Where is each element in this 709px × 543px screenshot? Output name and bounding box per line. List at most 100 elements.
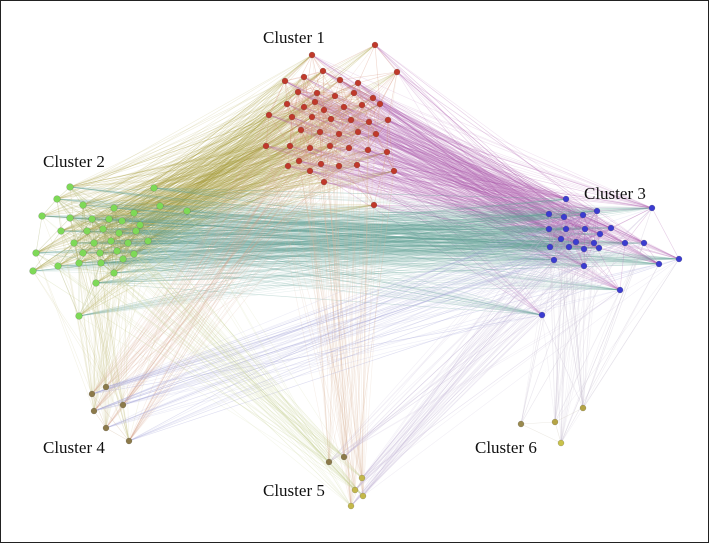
edge-c1-internal (322, 70, 374, 99)
edge-c1-c2 (32, 118, 332, 272)
edge-c1-c3 (297, 91, 585, 250)
edge-c1-c5 (343, 204, 375, 458)
edge-c1-c2 (57, 131, 321, 267)
edge-c2-internal (113, 207, 120, 234)
edge-c3-internal (553, 247, 600, 261)
edge-c2-c3 (127, 241, 577, 244)
edge-c3-c5 (362, 259, 555, 497)
edge-c1-c2 (91, 101, 316, 220)
edge-c1-c3 (361, 104, 586, 230)
edge-c1-c2 (186, 170, 311, 212)
edge-c2-c3 (73, 233, 601, 244)
edge-c1-c3 (386, 151, 570, 248)
edge-c2-c3 (139, 224, 612, 229)
edge-c1-internal (291, 76, 305, 118)
edge-c1-c3 (368, 121, 551, 248)
edge-c1-internal (314, 82, 359, 103)
edge-c1-c2 (113, 92, 318, 209)
edge-c1-internal (357, 82, 381, 105)
edge-c1-c3 (311, 54, 567, 200)
edge-c1-c2 (91, 119, 352, 220)
edge-c2-internal (86, 207, 115, 232)
edge-c1-c3 (268, 114, 626, 244)
edge-c1-c4 (128, 181, 325, 442)
edge-c2-c3 (127, 216, 565, 244)
edge-c2-c3 (159, 205, 550, 230)
edge-c1-c2 (110, 103, 288, 242)
edge-c1-c2 (100, 170, 395, 264)
edge-c2-c3 (108, 218, 660, 265)
edge-c1-c5 (338, 165, 364, 497)
edge-c2-c3 (95, 213, 550, 284)
edge-c3-c5 (343, 246, 570, 458)
edge-c3-c6 (565, 228, 584, 409)
edge-c2-c3 (56, 198, 550, 230)
edge-c2-c3 (82, 228, 550, 254)
edge-c1-internal (314, 97, 374, 103)
edge-c2-c3 (127, 228, 550, 244)
edge-c3-internal (565, 228, 601, 235)
edge-c2-c3 (99, 252, 543, 316)
edge-c1-internal (286, 103, 300, 162)
edge-c1-c3 (311, 54, 550, 215)
edge-c1-c2 (153, 170, 311, 189)
edge-c2-c3 (113, 242, 595, 274)
edge-c3-c5 (361, 198, 567, 479)
edge-c1-c2 (147, 165, 289, 242)
edge-c2-c3 (57, 242, 595, 267)
edge-c1-c2 (113, 133, 377, 274)
edge-c1-c3 (373, 204, 653, 209)
edge-c3-c4 (91, 314, 543, 395)
edge-c2-c3 (57, 242, 645, 267)
edge-c3-internal (548, 213, 562, 240)
edge-c3-c4 (93, 248, 585, 412)
edge-c1-c3 (320, 163, 598, 212)
edge-c2-c3 (99, 216, 565, 254)
edge-c1-c3 (311, 116, 550, 230)
cluster-1-node (265, 111, 273, 119)
edge-c1-c2 (118, 95, 336, 234)
edge-c1-c2 (147, 165, 289, 242)
edge-c1-c2 (69, 114, 270, 219)
edge-c3-c6 (520, 242, 626, 425)
edge-c2-c3 (69, 186, 653, 209)
edge-c2-c3 (41, 215, 621, 291)
edge-c2-internal (100, 230, 137, 264)
cluster-2-node (132, 227, 140, 235)
edge-c2-c4 (35, 252, 93, 395)
edge-c1-c2 (108, 164, 358, 220)
edge-c2-c4 (128, 210, 188, 442)
edge-c2-c3 (122, 228, 550, 260)
edge-c2-c3 (73, 242, 570, 248)
edge-c1-c2 (93, 131, 321, 244)
edge-c1-internal (303, 106, 311, 149)
edge-c2-c3 (57, 228, 586, 267)
edge-c1-c2 (135, 121, 370, 232)
edge-c1-c2 (100, 95, 336, 264)
edge-c1-c4 (93, 131, 321, 412)
edge-c2-c3 (78, 246, 551, 264)
edge-c2-c3 (121, 220, 601, 235)
edge-c2-c3 (113, 216, 565, 274)
edge-c1-c3 (284, 80, 577, 243)
edge-c1-c4 (93, 106, 345, 412)
edge-c3-c4 (105, 246, 551, 388)
edge-c2-c3 (93, 242, 621, 291)
edge-c3-c4 (91, 233, 601, 395)
edge-c2-c5 (118, 232, 363, 479)
edge-c1-c2 (108, 170, 395, 220)
edge-c1-c3 (297, 91, 550, 215)
cluster-4-node (125, 437, 133, 445)
edge-c2-c3 (102, 228, 621, 291)
edge-c1-c2 (159, 129, 302, 207)
edge-c1-c3 (338, 133, 660, 265)
edge-c1-c3 (303, 106, 567, 200)
edge-c1-c2 (108, 91, 299, 220)
cluster-2-node (75, 312, 83, 320)
edge-c1-c3 (334, 95, 585, 267)
edge-c1-c3 (393, 170, 550, 230)
edge-c1-internal (284, 54, 313, 82)
edge-c2-c4 (91, 218, 107, 429)
edge-c2-c4 (93, 240, 112, 412)
edge-c2-c3 (60, 207, 653, 232)
